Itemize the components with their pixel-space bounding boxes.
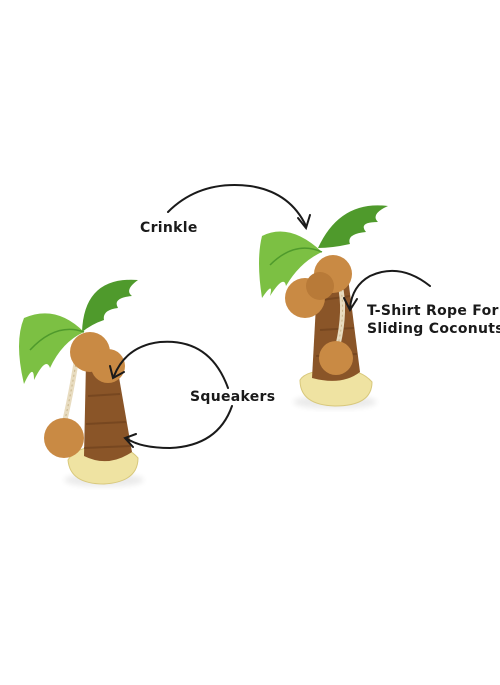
toy-trunk: [84, 360, 132, 462]
palm-toy-right: [259, 205, 388, 409]
hanging-coconut: [44, 418, 84, 458]
crinkle-label: Crinkle: [140, 220, 198, 236]
squeakers-arrow-bottom: [123, 405, 233, 450]
squeakers-arrow-top: [109, 340, 229, 389]
rope-label-line1: T-Shirt Rope For: [367, 303, 499, 319]
squeakers-label: Squeakers: [190, 389, 276, 405]
crinkle-arrow: [167, 184, 311, 231]
palm-toy-left: [19, 279, 144, 487]
leaf: [318, 205, 388, 248]
rope-arrow: [343, 269, 431, 313]
leaf: [82, 279, 138, 332]
hanging-coconut: [319, 341, 353, 375]
rope-label: T-Shirt Rope For Sliding Coconuts: [367, 302, 500, 338]
rope-label-line2: Sliding Coconuts: [367, 321, 500, 337]
coconut: [91, 349, 125, 383]
leaf: [19, 313, 84, 384]
